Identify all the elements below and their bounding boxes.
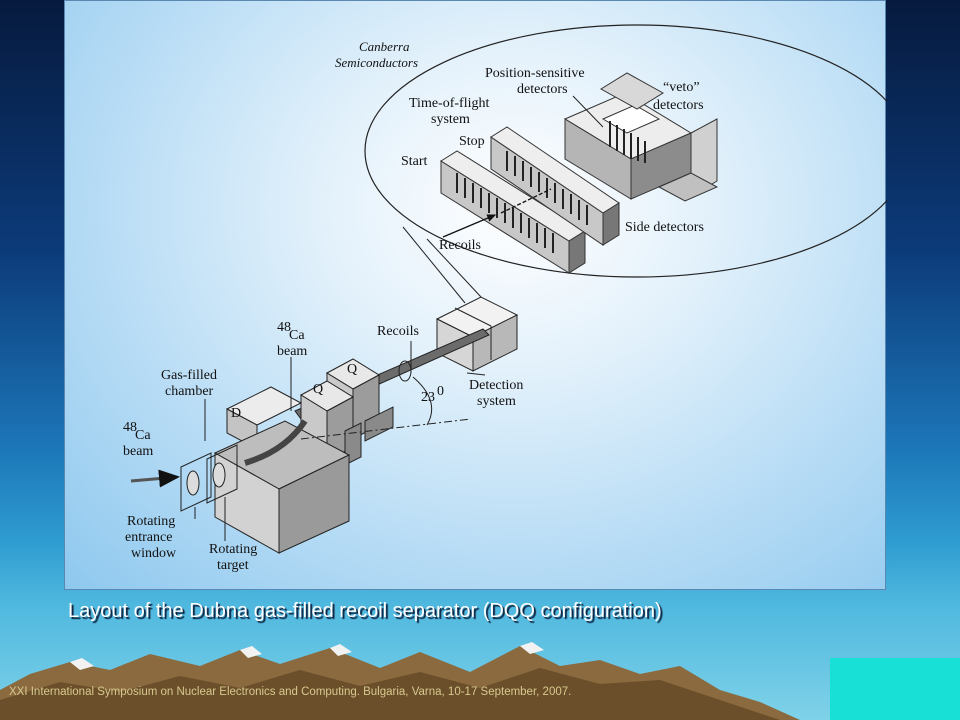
window-label: Rotating — [127, 514, 175, 529]
detection-pointer — [466, 372, 486, 376]
separator-diagram: Canberra Semiconductors Position-sensiti… — [123, 24, 887, 573]
position-sensitive-label: Position-sensitive — [485, 66, 585, 81]
callout-line-left — [402, 226, 466, 304]
rotating-target — [206, 444, 238, 504]
position-sensitive-label-2: detectors — [517, 82, 568, 97]
dipole-magnet — [213, 386, 351, 554]
tof-label-2: system — [431, 112, 470, 127]
quad2-label: Q — [347, 362, 357, 377]
mountain-decoration — [0, 642, 960, 720]
quad1-label: Q — [313, 382, 323, 397]
detection-label: Detection — [469, 378, 523, 393]
veto-label: “veto” — [663, 80, 700, 95]
veto-detector — [600, 72, 664, 110]
diagram-panel: Canberra Semiconductors Position-sensiti… — [64, 0, 887, 590]
psd-pointer — [572, 95, 604, 128]
rotating-entrance-window — [180, 452, 212, 512]
footer-text: XXI International Symposium on Nuclear E… — [9, 686, 572, 698]
gas-chamber-label-2: chamber — [165, 384, 214, 399]
inset-recoils-label: Recoils — [439, 238, 481, 253]
incoming-beam — [130, 469, 180, 488]
window-label-2: entrance — [125, 530, 172, 545]
beam-left-label-2: beam — [123, 444, 153, 459]
angle-arc — [412, 376, 433, 426]
beam-axis-line — [300, 418, 472, 440]
focal-plane-detector-box — [563, 92, 719, 202]
inset-ellipse — [364, 24, 887, 278]
target-label-2: target — [217, 558, 249, 573]
side-detectors-label: Side detectors — [625, 220, 704, 235]
beam-top-label: Ca — [289, 328, 305, 343]
recoil-arrow-inset — [442, 214, 497, 238]
start-tof-plate — [440, 150, 586, 274]
detection-label-2: system — [477, 394, 516, 409]
window-label-3: window — [131, 546, 177, 561]
veto-label-2: detectors — [653, 98, 704, 113]
beam-left-label: Ca — [135, 428, 151, 443]
main-recoils-label: Recoils — [377, 324, 419, 339]
beam-left-mass: 48 — [123, 420, 137, 435]
target-label: Rotating — [209, 542, 257, 557]
callout-line-right — [426, 238, 482, 298]
tof-label: Time-of-flight — [409, 96, 489, 111]
dipole-label: D — [231, 406, 241, 421]
stop-label: Stop — [459, 134, 485, 149]
recoil-arrow-through — [500, 188, 552, 214]
beam-top-label-2: beam — [277, 344, 307, 359]
angle-label: 23 — [421, 390, 435, 405]
slide-caption: Layout of the Dubna gas-filled recoil se… — [68, 600, 662, 622]
angle-degree: 0 — [437, 384, 444, 399]
gas-chamber-label: Gas-filled — [161, 368, 217, 383]
beam-top-mass: 48 — [277, 320, 291, 335]
start-label: Start — [401, 154, 428, 169]
manufacturer-label: Canberra — [359, 39, 410, 54]
manufacturer-label-2: Semiconductors — [335, 55, 418, 70]
